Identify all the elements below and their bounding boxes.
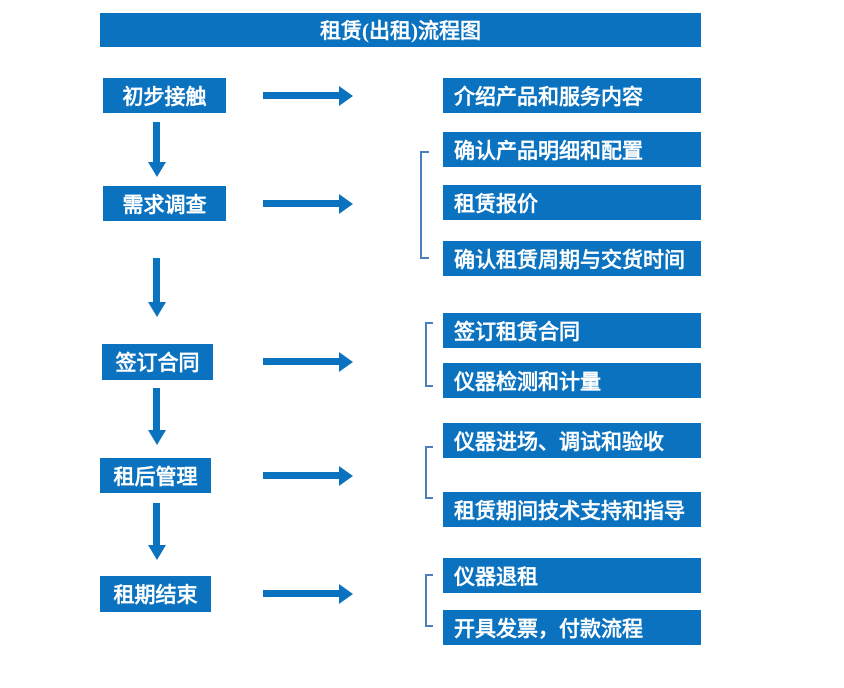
- stage-box-lease-end: 租期结束: [100, 576, 211, 612]
- detail-box-sign-rental-contract: 签订租赁合同: [443, 313, 701, 348]
- detail-box-instrument-setup-acceptance: 仪器进场、调试和验收: [443, 423, 701, 458]
- arrow-shaft: [263, 358, 339, 365]
- detail-box-invoice-payment: 开具发票，付款流程: [443, 610, 701, 645]
- stage-box-demand-survey: 需求调查: [103, 186, 226, 221]
- arrow-down-3: [148, 388, 166, 445]
- detail-box-introduce-products: 介绍产品和服务内容: [443, 78, 701, 113]
- arrow-right-1: [263, 86, 353, 106]
- arrow-shaft: [153, 503, 160, 546]
- detail-box-rental-quote: 租赁报价: [443, 185, 701, 220]
- arrow-down-4: [148, 503, 166, 560]
- arrow-shaft: [263, 590, 339, 597]
- arrow-head-icon: [148, 162, 166, 177]
- arrow-head-icon: [148, 430, 166, 445]
- arrow-shaft: [153, 388, 160, 431]
- arrow-down-2: [148, 258, 166, 317]
- arrow-head-icon: [339, 584, 353, 604]
- stage-box-sign-contract: 签订合同: [102, 344, 213, 380]
- arrow-head-icon: [339, 466, 353, 486]
- detail-box-confirm-product-details: 确认产品明细和配置: [443, 132, 701, 167]
- arrow-head-icon: [339, 86, 353, 106]
- arrow-head-icon: [339, 194, 353, 214]
- detail-box-instrument-testing: 仪器检测和计量: [443, 363, 701, 398]
- bracket-group-lease-end: [425, 574, 433, 627]
- arrow-head-icon: [339, 352, 353, 372]
- detail-box-technical-support: 租赁期间技术支持和指导: [443, 492, 701, 527]
- stage-box-post-rental-management: 租后管理: [100, 458, 211, 493]
- bracket-group-demand-survey: [420, 151, 429, 259]
- arrow-right-5: [263, 584, 353, 604]
- detail-box-confirm-rental-period: 确认租赁周期与交货时间: [443, 241, 701, 276]
- detail-box-instrument-return: 仪器退租: [443, 558, 701, 593]
- arrow-head-icon: [148, 545, 166, 560]
- bracket-group-sign-contract: [425, 322, 433, 387]
- arrow-shaft: [153, 122, 160, 163]
- arrow-right-4: [263, 466, 353, 486]
- arrow-shaft: [263, 472, 339, 479]
- page-title: 租赁(出租)流程图: [100, 13, 701, 47]
- arrow-right-2: [263, 194, 353, 214]
- stage-box-initial-contact: 初步接触: [103, 78, 226, 113]
- arrow-shaft: [263, 92, 339, 99]
- bracket-group-post-rental: [425, 446, 433, 499]
- arrow-head-icon: [148, 302, 166, 317]
- arrow-shaft: [153, 258, 160, 303]
- arrow-down-1: [148, 122, 166, 177]
- arrow-right-3: [263, 352, 353, 372]
- arrow-shaft: [263, 200, 339, 207]
